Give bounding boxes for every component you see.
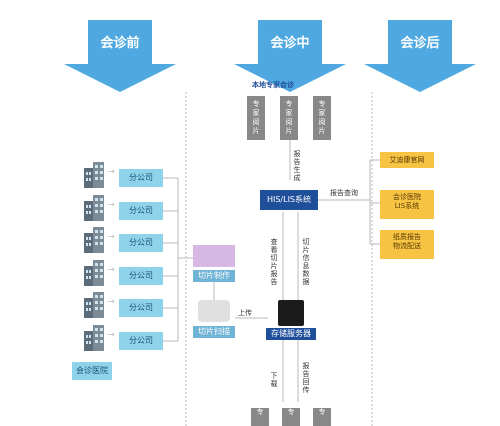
branch-box: 分公司 [119,332,163,350]
branch-box: 分公司 [119,267,163,285]
report-query-label: 报告查询 [330,189,358,197]
storage-server-box: 存储服务器 [266,328,316,340]
arrow-right-icon: → [108,330,115,339]
report-gen-label: 报 告 生 成 [293,150,301,182]
bottom-tile: 专 [251,408,269,426]
slice-scan-box: 切片扫描 [193,326,235,338]
banner-after: 会诊后 [400,36,440,51]
slice-make-box: 切片制作 [193,270,235,282]
arrow-during [234,20,346,92]
local-expert-label: 本地专家会诊 [252,81,294,89]
expert-tile: 专 家 阅 片 [313,96,331,140]
slice-image [193,245,235,267]
consult-hospital-label: 会诊医院 [72,362,112,380]
right-box-line: 艾迪康官网 [389,156,425,164]
slice-info-label: 切 片 信 息 数 据 [302,238,310,286]
building-icon [82,325,106,351]
arrow-before [64,20,176,92]
right-box-paper-report: 纸质报告 物流配送 [380,230,434,259]
banner-before: 会诊前 [100,36,140,51]
right-box-website: 艾迪康官网 [380,152,434,168]
arrow-right-icon: → [108,297,115,306]
branch-box: 分公司 [119,234,163,252]
right-box-line: 会诊医院 [393,193,421,201]
report-return-label: 报 告 回 传 [302,362,310,394]
building-icon [82,162,106,188]
right-box-line: LIS系统 [394,202,420,210]
right-box-line: 纸质报告 [393,233,421,241]
building-icon [82,292,106,318]
download-label: 下 载 [270,372,278,388]
scanner-icon [198,300,230,322]
banner-during: 会诊中 [270,36,310,51]
upload-label: 上传 [238,309,252,317]
bottom-tile: 专 [282,408,300,426]
arrow-right-icon: → [108,200,115,209]
arrow-right-icon: → [108,232,115,241]
view-slice-report-label: 查 看 切 片 报 告 [270,238,278,286]
arrow-after [364,20,476,92]
building-icon [82,195,106,221]
expert-tile: 专 家 阅 片 [280,96,298,140]
building-icon [82,260,106,286]
arrow-right-icon: → [108,265,115,274]
branch-box: 分公司 [119,169,163,187]
server-icon [278,300,304,326]
his-lis-box: HIS/LIS系统 [260,190,318,210]
branch-box: 分公司 [119,202,163,220]
right-box-line: 物流配送 [393,242,421,250]
bottom-tile: 专 [313,408,331,426]
right-box-hospital-lis: 会诊医院 LIS系统 [380,190,434,219]
expert-tile: 专 家 阅 片 [247,96,265,140]
building-icon [82,227,106,253]
arrow-right-icon: → [108,167,115,176]
branch-box: 分公司 [119,299,163,317]
